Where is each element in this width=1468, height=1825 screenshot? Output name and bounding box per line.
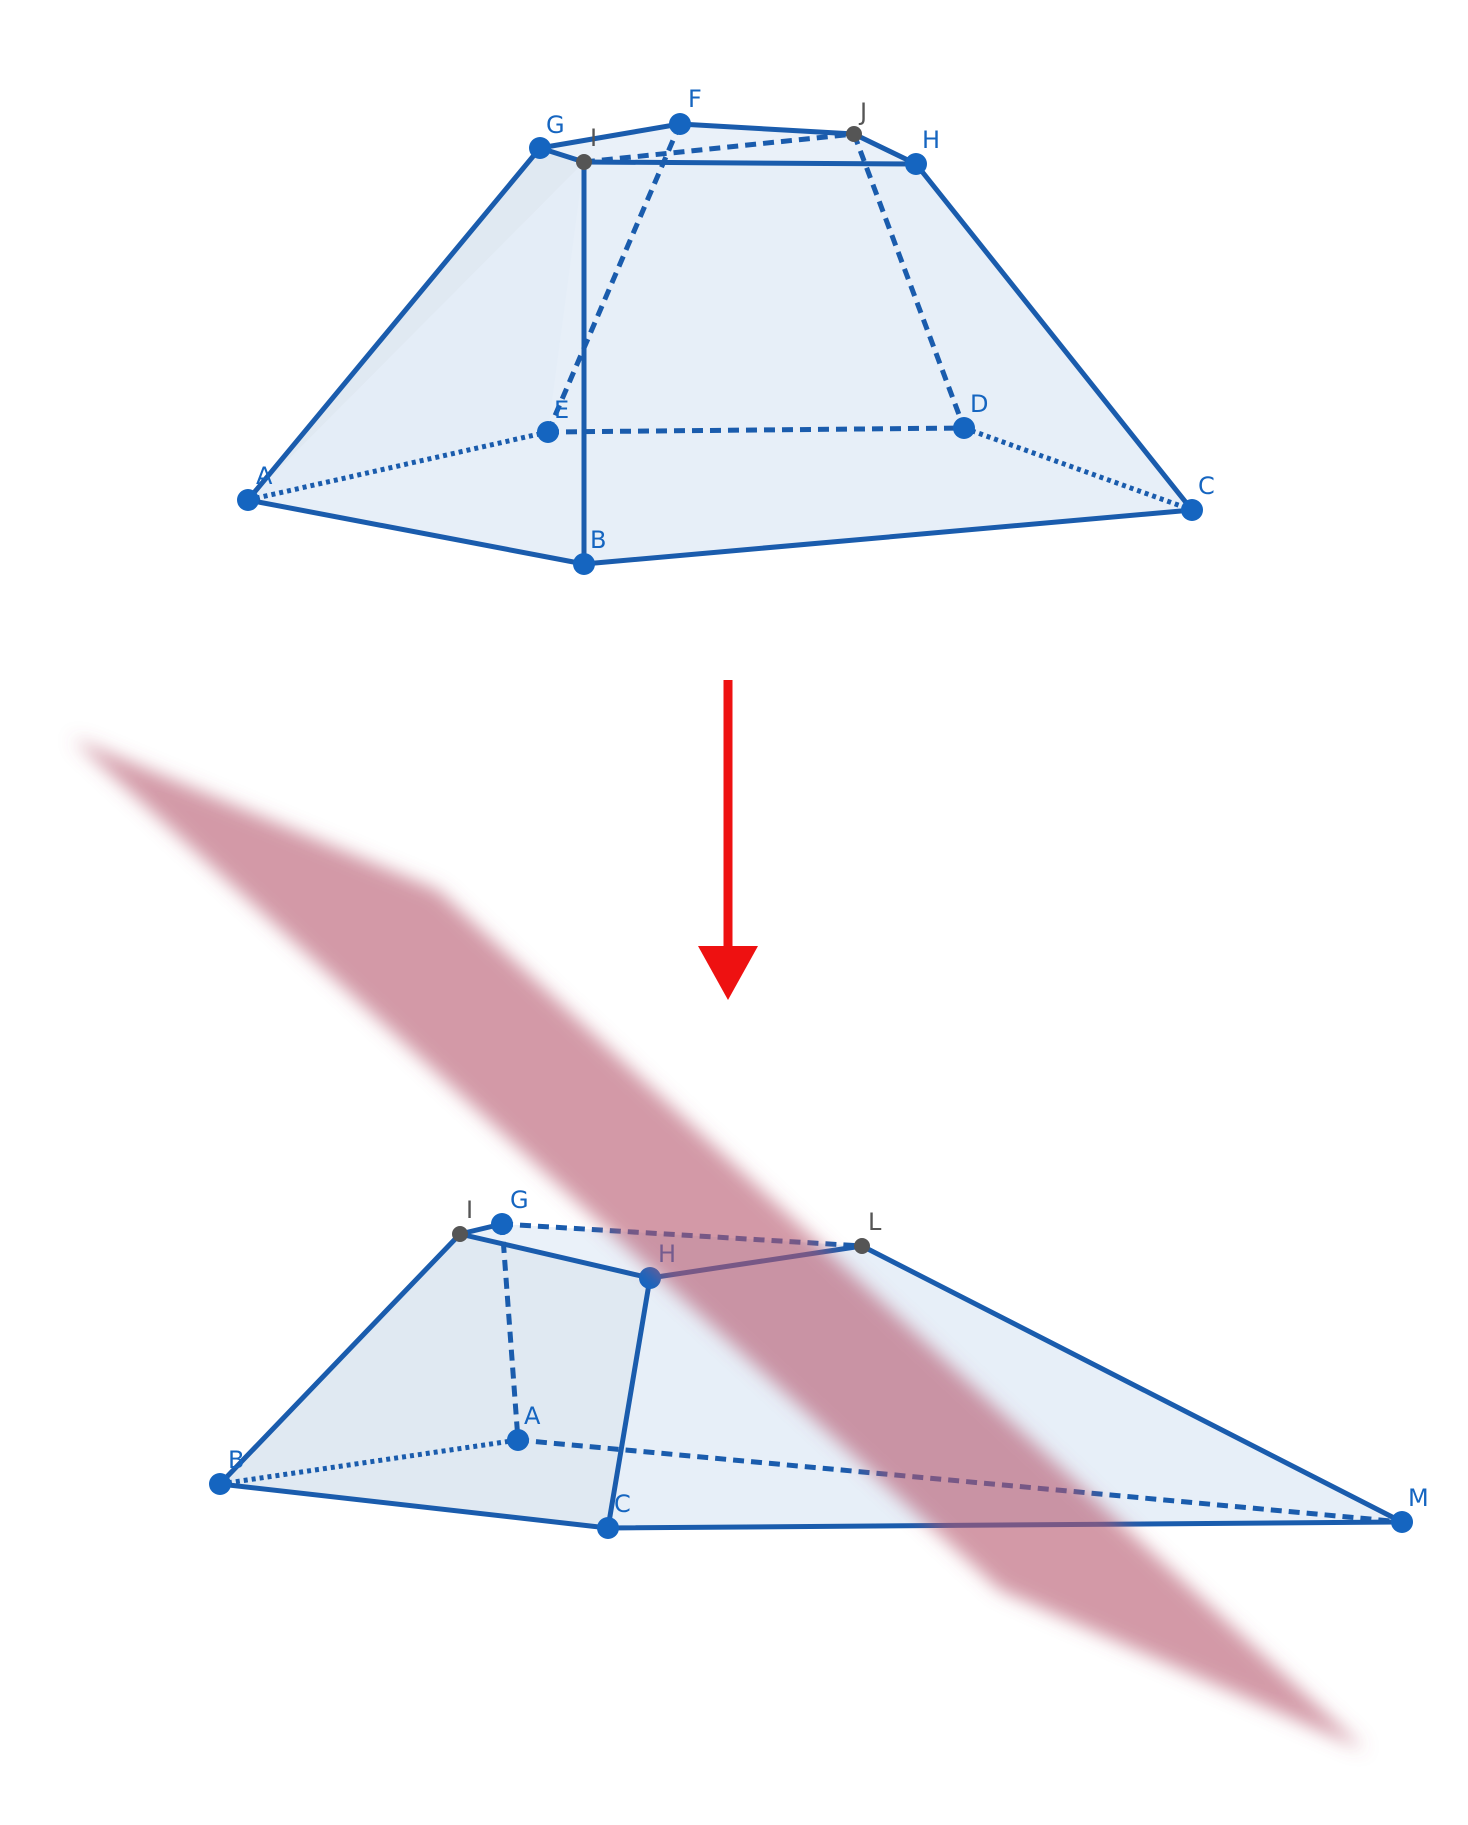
bottom-label-G: G xyxy=(510,1186,529,1214)
top-label-E: E xyxy=(554,396,569,424)
bottom-edge-B-C xyxy=(217,1481,611,1531)
top-edge-J-H xyxy=(851,131,919,167)
top-edge-D-C xyxy=(963,425,1193,513)
top-vertex-I xyxy=(576,154,592,170)
bottom-vertex-C xyxy=(597,1517,619,1539)
top-edge-B-C xyxy=(581,507,1195,567)
top-label-G: G xyxy=(546,111,565,139)
top-edge-H-C xyxy=(913,161,1195,513)
top-edge-I-J xyxy=(583,131,855,165)
bottom-edge-H-C xyxy=(605,1275,653,1531)
top-vertex-J xyxy=(846,126,862,142)
top-label-I: I xyxy=(590,124,597,152)
top-edge-I-H xyxy=(581,159,919,167)
top-label-H: H xyxy=(922,126,940,154)
top-solid: G I F J H E D A B C xyxy=(237,85,1215,575)
cutting-plane xyxy=(72,738,1365,1750)
top-face-front xyxy=(248,162,1192,564)
top-label-C: C xyxy=(1198,472,1215,500)
top-edge-E-D xyxy=(547,425,965,435)
transform-arrow xyxy=(698,680,758,1000)
bottom-edge-A-M xyxy=(517,1437,1403,1525)
top-label-B: B xyxy=(590,526,606,554)
bottom-edge-G-A xyxy=(499,1223,521,1441)
top-vertex-E xyxy=(537,421,559,443)
top-label-A: A xyxy=(256,462,273,490)
bottom-vertex-A xyxy=(507,1429,529,1451)
bottom-edge-I-H xyxy=(457,1231,653,1281)
bottom-label-B: B xyxy=(228,1446,244,1474)
arrow-head xyxy=(698,946,758,1000)
top-label-J: J xyxy=(858,98,867,126)
bottom-vertex-M xyxy=(1391,1511,1413,1533)
top-edge-F-J xyxy=(677,121,857,137)
bottom-edge-B-I xyxy=(217,1231,463,1487)
top-edge-A-G xyxy=(245,145,543,503)
top-vertex-A xyxy=(237,489,259,511)
bottom-label-I: I xyxy=(466,1196,473,1224)
top-vertex-G xyxy=(529,137,551,159)
bottom-face-left xyxy=(220,1234,650,1528)
top-vertex-F xyxy=(669,113,691,135)
bottom-label-M: M xyxy=(1408,1484,1429,1512)
top-edge-G-F xyxy=(537,121,683,151)
top-vertex-C xyxy=(1181,499,1203,521)
bottom-vertex-B xyxy=(209,1473,231,1495)
top-vertex-D xyxy=(953,417,975,439)
bottom-label-C: C xyxy=(614,1490,631,1518)
top-label-D: D xyxy=(970,390,988,418)
bottom-edge-L-M xyxy=(859,1243,1405,1525)
top-edge-F-E xyxy=(545,123,683,433)
bottom-vertex-G xyxy=(491,1213,513,1235)
bottom-label-A: A xyxy=(524,1402,541,1430)
top-label-F: F xyxy=(688,85,702,113)
top-vertex-B xyxy=(573,553,595,575)
top-edge-J-D xyxy=(851,133,967,429)
top-edge-A-B xyxy=(245,497,587,567)
bottom-label-L: L xyxy=(868,1208,882,1236)
top-vertex-H xyxy=(905,153,927,175)
bottom-vertex-I xyxy=(452,1226,468,1242)
bottom-vertex-L xyxy=(854,1238,870,1254)
bottom-edge-B-A xyxy=(219,1437,519,1487)
top-edge-A-E xyxy=(247,429,549,503)
cutting-plane-shape xyxy=(72,738,1365,1750)
